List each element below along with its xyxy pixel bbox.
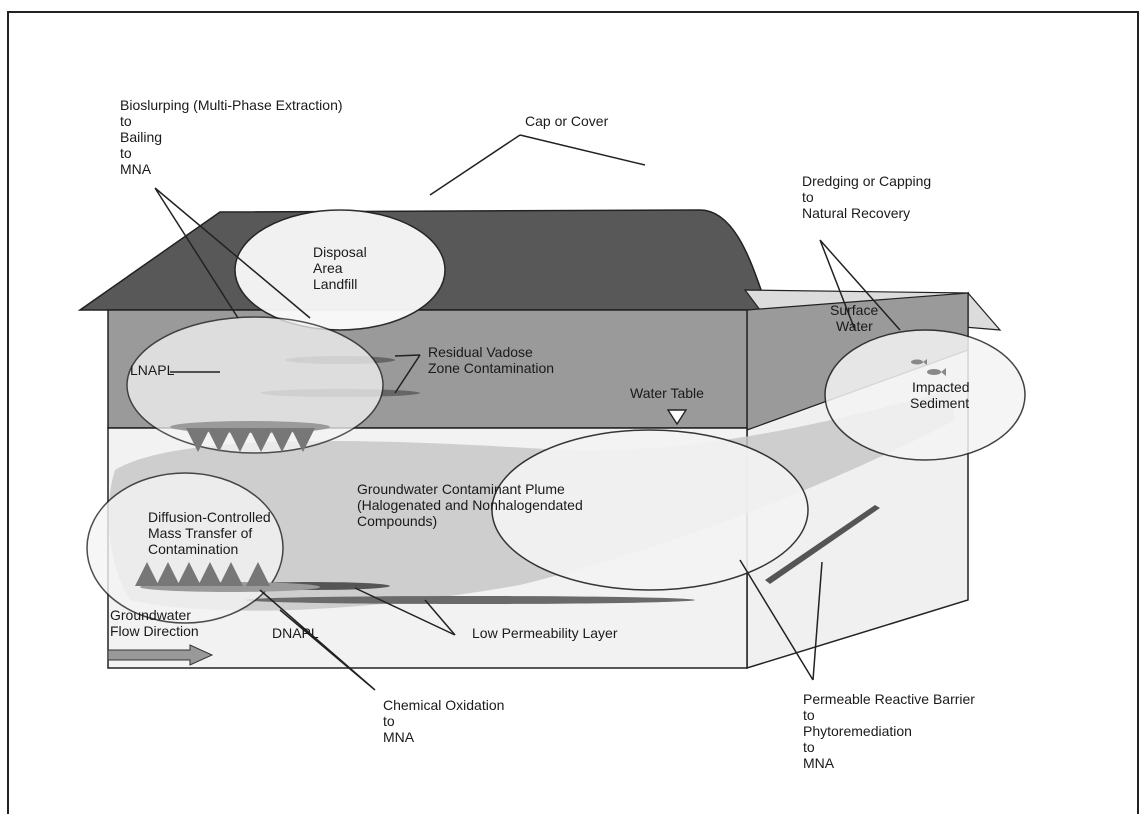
bioslurping-label: Bioslurping (Multi-Phase Extraction) to … — [120, 97, 346, 177]
dnapl-label: DNAPL — [272, 625, 319, 641]
lnapl-zone-ellipse — [126, 316, 384, 454]
flow-direction-label: Groundwater Flow Direction — [110, 607, 199, 639]
low-permeability-label: Low Permeability Layer — [472, 625, 618, 641]
groundwater-plume-label: Groundwater Contaminant Plume (Halogenat… — [357, 481, 587, 529]
leader-lines — [154, 134, 901, 691]
lnapl-down-arrows — [186, 428, 315, 452]
dredging-label: Dredging or Capping to Natural Recovery — [802, 173, 935, 221]
fish-icon — [911, 359, 946, 376]
residual-vadose-label: Residual Vadose Zone Contamination — [428, 344, 554, 376]
lnapl-pool — [170, 421, 330, 433]
impacted-sediment-label: Impacted Sediment — [910, 379, 973, 411]
flow-direction-arrow — [107, 644, 214, 666]
diffusion-up-arrows — [135, 562, 270, 586]
figure-frame — [7, 11, 1139, 814]
disposal-label: Disposal Area Landfill — [313, 244, 371, 292]
water-table-symbol — [666, 409, 688, 426]
block-left-face — [80, 310, 108, 668]
cap-or-cover-label: Cap or Cover — [525, 113, 609, 129]
low-perm-lens — [765, 505, 880, 584]
chemical-oxidation-label: Chemical Oxidation to MNA — [383, 697, 508, 745]
dnapl-pool — [140, 582, 320, 592]
prb-label: Permeable Reactive Barrier to Phytoremed… — [803, 691, 979, 771]
sediment-zone-ellipse — [824, 329, 1026, 461]
lnapl-label: LNAPL — [130, 362, 175, 378]
low-perm-lens — [245, 596, 695, 604]
water-table-label: Water Table — [630, 385, 704, 401]
diffusion-label: Diffusion-Controlled Mass Transfer of Co… — [148, 509, 275, 557]
prb-zone-ellipse — [491, 429, 809, 591]
surface-water-label: Surface Water — [830, 302, 882, 334]
